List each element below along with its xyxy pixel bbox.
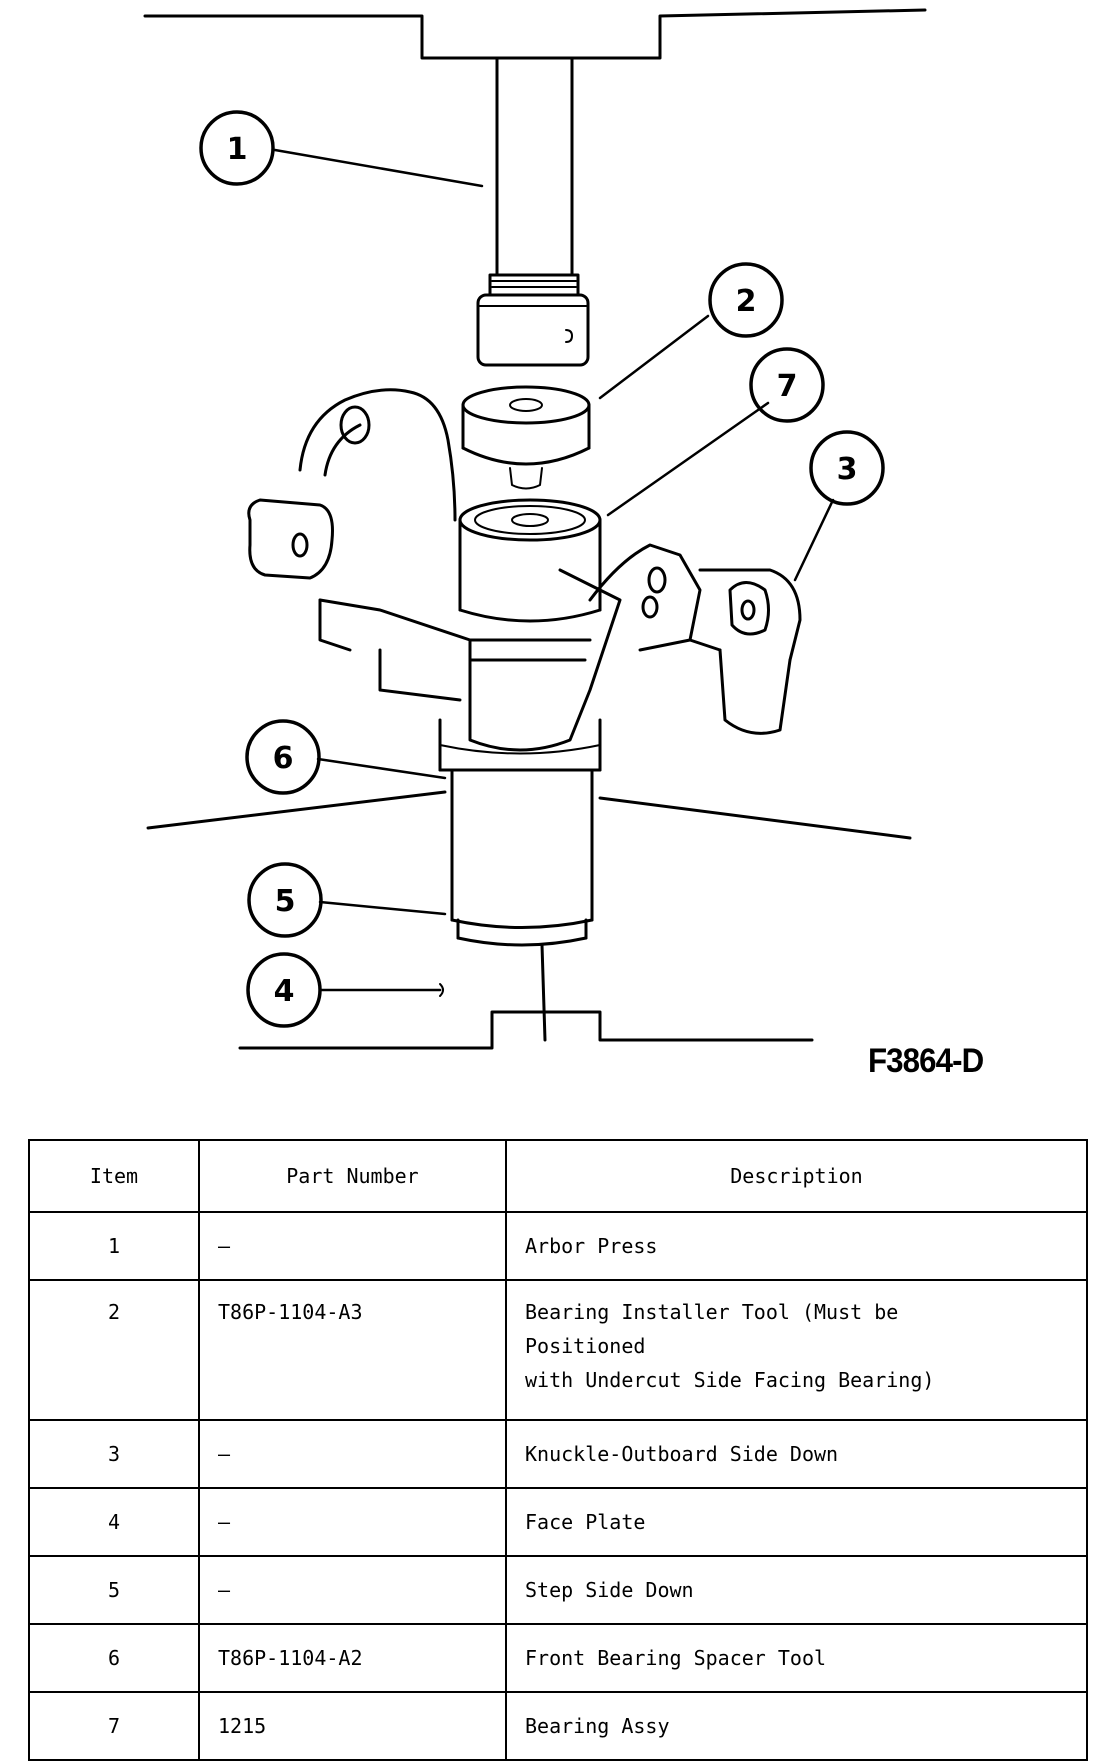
- header-description: Description: [505, 1139, 1088, 1213]
- callout-5: 5: [247, 862, 323, 938]
- cell-part-number: T86P-1104-A3: [198, 1279, 507, 1421]
- svg-text:5: 5: [275, 884, 296, 919]
- cell-item: 2: [28, 1279, 200, 1421]
- leader-1: [273, 148, 484, 188]
- parts-legend-table: Item Part Number Description 1 — Arbor P…: [28, 1139, 1088, 1761]
- table-header-row: Item Part Number Description: [28, 1139, 1088, 1213]
- svg-text:2: 2: [736, 284, 757, 319]
- cell-description: Arbor Press: [505, 1211, 1088, 1281]
- callout-1: 1: [199, 110, 275, 186]
- cell-description: Step Side Down: [505, 1555, 1088, 1625]
- description-line: Bearing Installer Tool (Must be: [525, 1300, 899, 1324]
- cell-item: 6: [28, 1623, 200, 1693]
- table-row: 2 T86P-1104-A3 Bearing Installer Tool (M…: [28, 1279, 1088, 1421]
- cell-description: Bearing Installer Tool (Must be Position…: [505, 1279, 1088, 1421]
- cell-description: Bearing Assy: [505, 1691, 1088, 1761]
- table-row: 5 — Step Side Down: [28, 1555, 1088, 1625]
- callout-6: 6: [245, 719, 321, 795]
- svg-text:7: 7: [777, 369, 798, 404]
- callout-3: 3: [809, 430, 885, 506]
- svg-text:3: 3: [837, 452, 858, 487]
- svg-text:6: 6: [273, 741, 294, 776]
- table-row: 3 — Knuckle-Outboard Side Down: [28, 1419, 1088, 1489]
- table-row: 6 T86P-1104-A2 Front Bearing Spacer Tool: [28, 1623, 1088, 1693]
- cell-part-number: 1215: [198, 1691, 507, 1761]
- cell-description: Front Bearing Spacer Tool: [505, 1623, 1088, 1693]
- arbor-press-ram: [476, 56, 590, 367]
- svg-text:1: 1: [227, 132, 248, 167]
- figure-code: F3864-D: [868, 1042, 984, 1080]
- cell-part-number: —: [198, 1487, 507, 1557]
- cell-item: 5: [28, 1555, 200, 1625]
- leader-lines: [273, 148, 835, 997]
- cell-description: Face Plate: [505, 1487, 1088, 1557]
- callout-7: 7: [749, 347, 825, 423]
- leader-7: [606, 401, 770, 517]
- header-item: Item: [28, 1139, 200, 1213]
- arbor-press-head: [143, 8, 927, 60]
- leader-2: [598, 314, 710, 400]
- description-line: with Undercut Side Facing Bearing): [525, 1368, 935, 1392]
- callout-4: 4: [246, 952, 322, 1028]
- cell-item: 7: [28, 1691, 200, 1761]
- press-bed: [146, 790, 912, 1050]
- table-row: 4 — Face Plate: [28, 1487, 1088, 1557]
- leader-3: [793, 498, 835, 582]
- cell-item: 3: [28, 1419, 200, 1489]
- step-side: [450, 918, 594, 947]
- table-row: 1 — Arbor Press: [28, 1211, 1088, 1281]
- leader-5: [318, 900, 447, 916]
- cell-item: 1: [28, 1211, 200, 1281]
- cell-part-number: T86P-1104-A2: [198, 1623, 507, 1693]
- bearing-assembly: [458, 498, 602, 623]
- exploded-view-diagram: 1 2 3 4 5 6 7: [143, 8, 927, 1050]
- cell-part-number: —: [198, 1419, 507, 1489]
- header-part-number: Part Number: [198, 1139, 507, 1213]
- bearing-installer-tool: [461, 385, 591, 490]
- callout-2: 2: [708, 262, 784, 338]
- cell-part-number: —: [198, 1555, 507, 1625]
- description-line: Positioned: [525, 1334, 646, 1358]
- front-bearing-spacer-tool: [438, 718, 602, 922]
- table-row: 7 1215 Bearing Assy: [28, 1691, 1088, 1761]
- cell-part-number: —: [198, 1211, 507, 1281]
- cell-description: Knuckle-Outboard Side Down: [505, 1419, 1088, 1489]
- cell-item: 4: [28, 1487, 200, 1557]
- svg-text:4: 4: [274, 974, 295, 1009]
- steering-knuckle: [247, 388, 802, 752]
- leader-6: [316, 757, 447, 780]
